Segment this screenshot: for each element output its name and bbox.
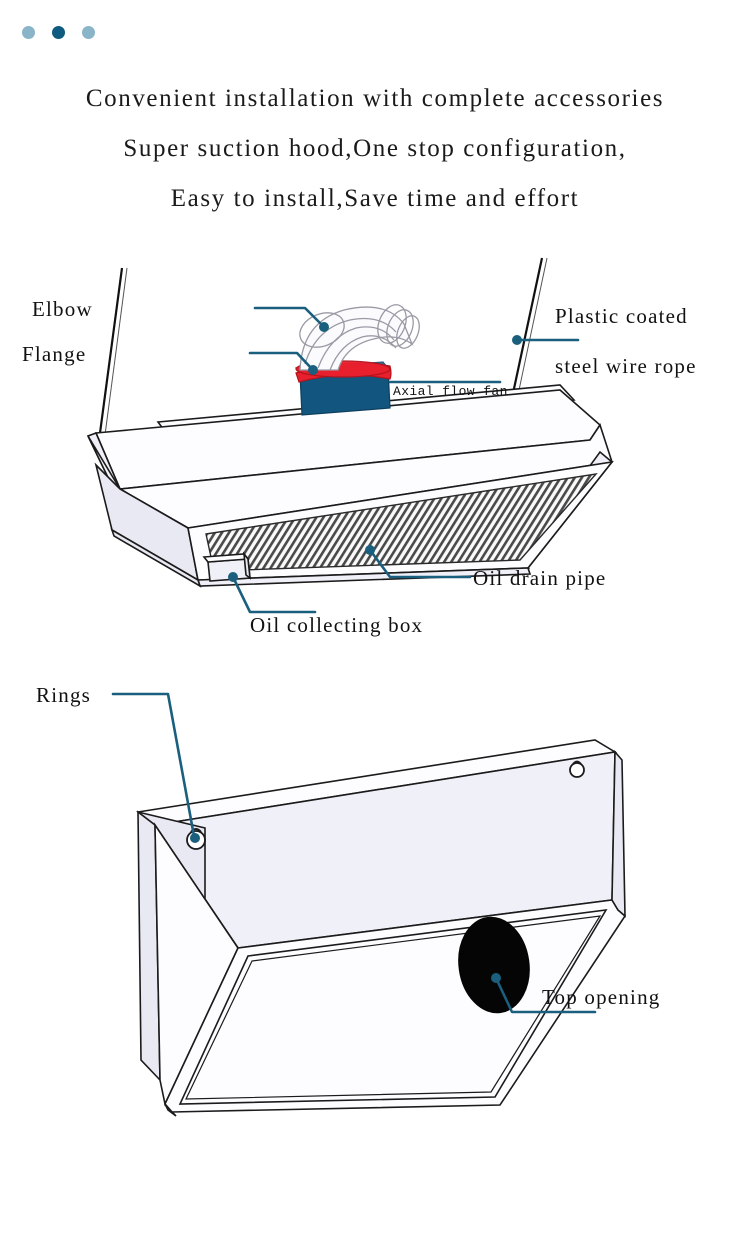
hood-assembly-diagram: Elbow Flange Axial flow fan Plastic coat… xyxy=(0,240,750,660)
heading-block: Convenient installation with complete ac… xyxy=(0,74,750,224)
heading-line-3: Easy to install,Save time and effort xyxy=(170,185,580,212)
label-wire-rope-line2: steel wire rope xyxy=(555,354,697,378)
hood-shell-diagram: Rings Top opening xyxy=(0,660,750,1220)
label-wire-rope: Plastic coated steel wire rope xyxy=(512,304,697,378)
decorative-dots xyxy=(22,26,95,39)
label-oil-drain-pipe-text: Oil drain pipe xyxy=(473,566,606,590)
label-top-opening: Top opening xyxy=(491,973,660,1014)
label-elbow: Elbow xyxy=(32,297,329,332)
label-oil-drain-pipe: Oil drain pipe xyxy=(365,545,606,590)
hood-shell-body xyxy=(136,739,627,1117)
oil-collecting-box-part xyxy=(202,551,251,582)
label-wire-rope-line1: Plastic coated xyxy=(555,304,688,328)
ring-right xyxy=(569,760,585,778)
heading-line-2: Super suction hood,One stop configuratio… xyxy=(123,135,627,162)
label-oil-collecting-box: Oil collecting box xyxy=(228,572,423,637)
top-opening-hole xyxy=(458,916,530,1014)
label-flange: Flange xyxy=(22,342,318,375)
elbow-part xyxy=(299,304,420,371)
heading-line-1: Convenient installation with complete ac… xyxy=(85,85,665,112)
wire-rope-left xyxy=(98,267,128,436)
hood-body xyxy=(86,384,614,588)
dot-icon-2 xyxy=(52,26,65,39)
label-flange-text: Flange xyxy=(22,342,86,366)
dot-icon-3 xyxy=(82,26,95,39)
label-top-opening-text: Top opening xyxy=(542,985,660,1009)
label-oil-collecting-box-text: Oil collecting box xyxy=(250,613,423,637)
dot-icon-1 xyxy=(22,26,35,39)
label-elbow-text: Elbow xyxy=(32,297,93,321)
label-rings-text: Rings xyxy=(36,683,91,707)
label-rings: Rings xyxy=(36,683,200,843)
label-axial-flow-fan-text: Axial flow fan xyxy=(393,384,508,399)
label-axial-flow-fan: Axial flow fan xyxy=(388,380,508,399)
